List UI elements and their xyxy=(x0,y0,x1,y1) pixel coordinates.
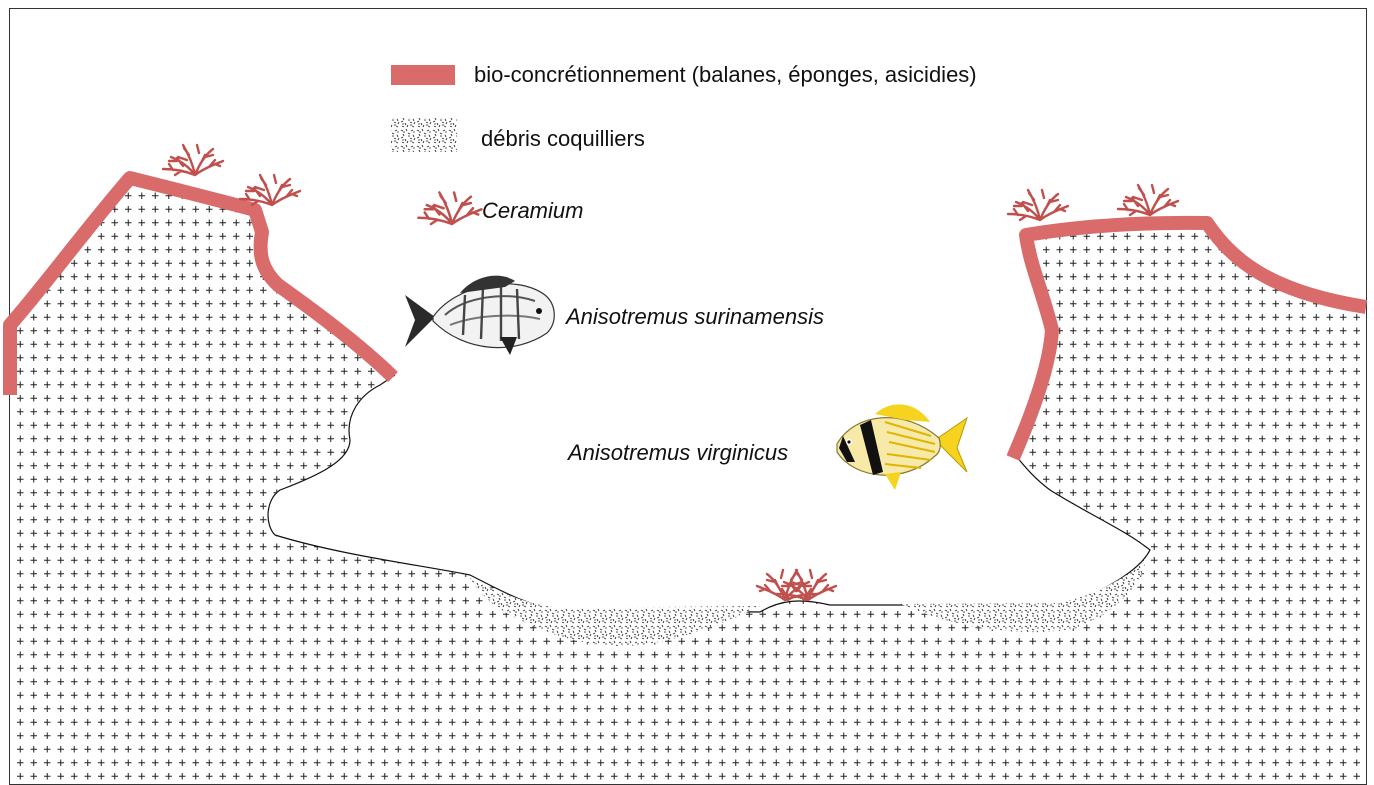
alga-icon xyxy=(163,145,223,175)
porkfish-icon xyxy=(837,404,967,490)
species-virginicus-label: Anisotremus virginicus xyxy=(566,440,788,465)
legend-bioconcretion-label: bio-concrétionnement (balanes, éponges, … xyxy=(474,62,977,87)
alga-icon xyxy=(1118,185,1178,215)
legend-debris-swatch xyxy=(391,118,457,152)
legend-bioconcretion-swatch xyxy=(391,65,455,85)
species-surinamensis-label: Anisotremus surinamensis xyxy=(564,304,824,329)
black-margate-fish-icon xyxy=(405,276,554,355)
legend-ceramium-label: Ceramium xyxy=(482,198,583,223)
legend-debris-label: débris coquilliers xyxy=(481,126,645,151)
rock-substrate xyxy=(10,180,1366,784)
alga-icon xyxy=(240,175,300,205)
alga-icon xyxy=(1008,190,1068,220)
legend-ceramium-icon xyxy=(418,193,481,225)
